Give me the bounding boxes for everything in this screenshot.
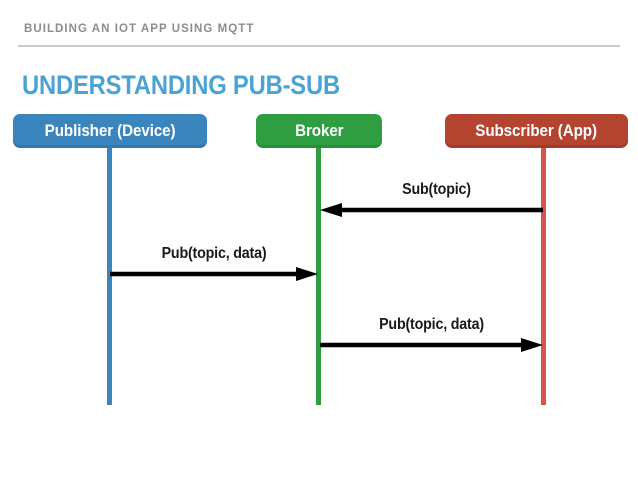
actor-label-broker: Broker — [294, 121, 344, 140]
actor-box-publisher: Publisher (Device) — [13, 114, 207, 148]
message-arrow-pub-topic-data-1 — [110, 267, 318, 281]
message-arrow-sub-topic — [320, 203, 543, 217]
page-title: UNDERSTANDING PUB-SUB — [22, 70, 340, 100]
actor-label-subscriber: Subscriber (App) — [475, 121, 598, 140]
actor-label-publisher: Publisher (Device) — [44, 121, 176, 140]
slide-kicker-text: BUILDING AN IOT APP USING MQTT — [24, 23, 255, 35]
message-label-pub-topic-data-2: Pub(topic, data) — [379, 316, 484, 333]
message-arrow-pub-topic-data-2 — [320, 338, 543, 352]
lifeline-subscriber — [541, 148, 546, 405]
lifeline-publisher — [107, 148, 112, 405]
message-label-sub-topic: Sub(topic) — [402, 181, 471, 198]
slide-header: BUILDING AN IOT APP USING MQTT — [0, 0, 638, 50]
actor-box-subscriber: Subscriber (App) — [445, 114, 628, 148]
message-label-pub-topic-data-1: Pub(topic, data) — [161, 245, 267, 262]
header-divider — [18, 45, 620, 47]
actor-box-broker: Broker — [256, 114, 382, 148]
lifeline-broker — [316, 148, 321, 405]
